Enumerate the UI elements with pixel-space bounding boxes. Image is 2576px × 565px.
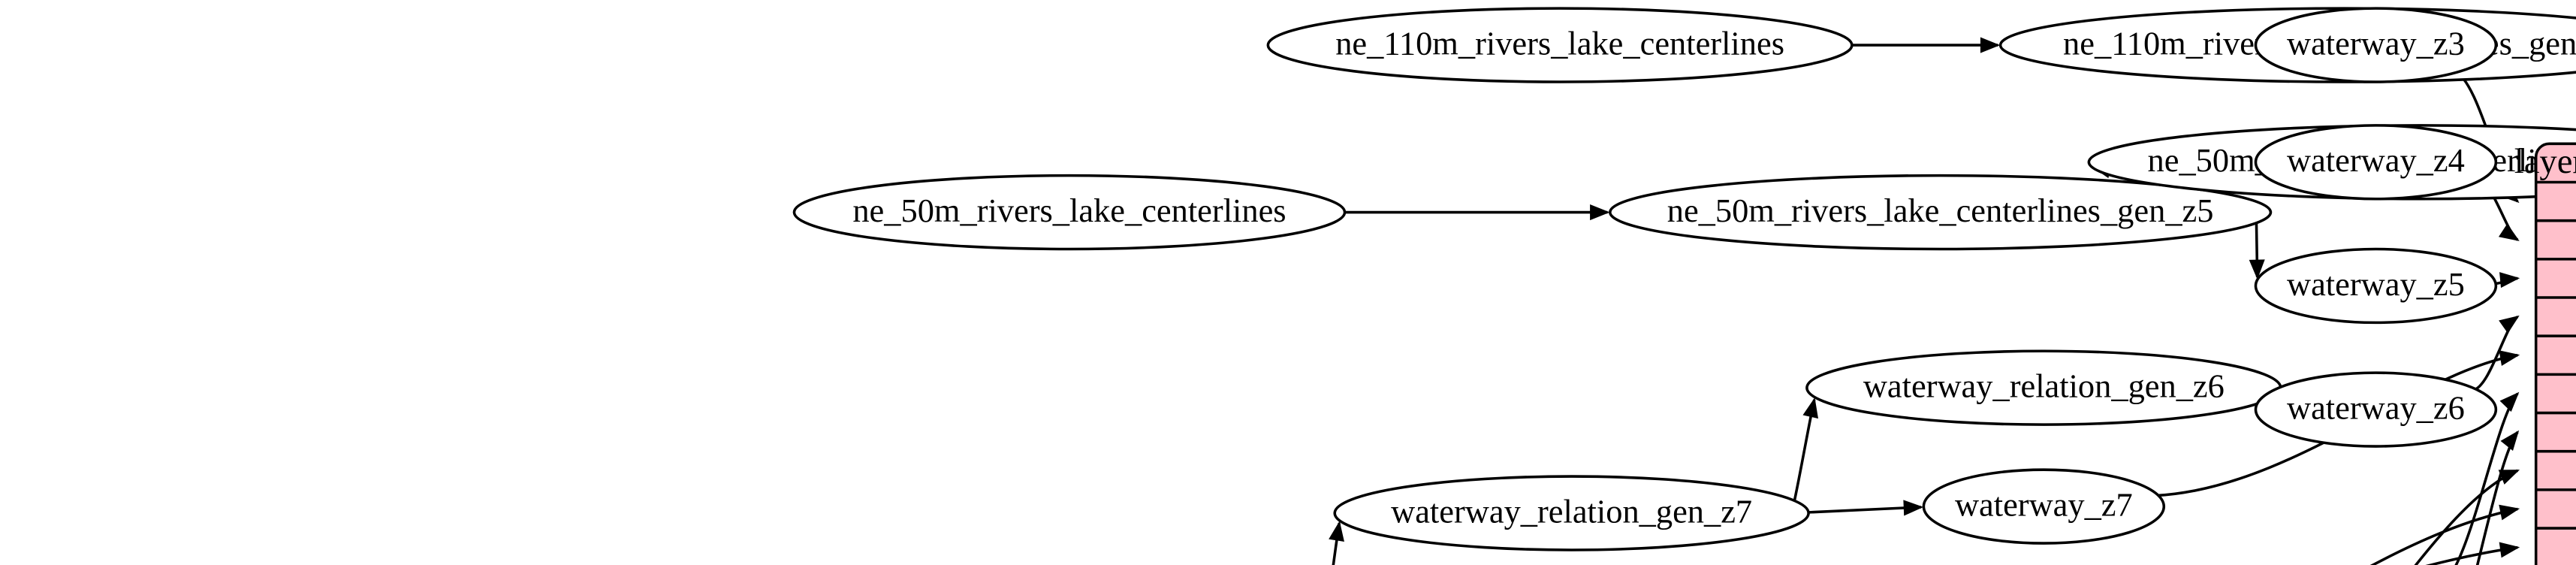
edge-waterway_z10--to--layer_waterway-z10 xyxy=(2414,469,2518,565)
edge-arrowhead xyxy=(1329,521,1344,542)
edges-layer xyxy=(1329,37,2576,565)
node-ellipse xyxy=(1608,174,2273,251)
edge-arrowhead xyxy=(1980,37,2001,53)
node-ellipse xyxy=(1266,7,1854,83)
node-label: ne_50m_rivers_lake_centerlines xyxy=(852,192,1286,229)
node-waterway_relation_gen_z7[interactable]: waterway_relation_gen_z7 xyxy=(1333,475,1810,551)
node-label: waterway_z3 xyxy=(2287,24,2465,62)
node-label: ne_50m_rivers_lake_centerlines_gen_z5 xyxy=(1667,192,2214,229)
node-waterway_z5[interactable]: waterway_z5 xyxy=(2254,247,2498,325)
edge-arrowhead xyxy=(2499,504,2520,521)
node-ellipse xyxy=(1333,475,1810,551)
node-ellipse xyxy=(2254,124,2498,201)
edge-arrowhead xyxy=(1802,397,1819,419)
node-ellipse xyxy=(2254,7,2498,83)
edge-arrowhead xyxy=(2498,470,2520,485)
node-label: waterway_z6 xyxy=(2287,388,2465,426)
node-ne_110m_rivers_lake_centerlines[interactable]: ne_110m_rivers_lake_centerlines xyxy=(1266,7,1854,83)
edge-arrowhead xyxy=(2499,272,2520,289)
node-ne_50m_rivers_lake_centerlines[interactable]: ne_50m_rivers_lake_centerlines xyxy=(792,174,1347,251)
node-waterway_relation_gen_z6[interactable]: waterway_relation_gen_z6 xyxy=(1805,349,2282,426)
node-waterway_z6[interactable]: waterway_z6 xyxy=(2254,371,2498,448)
edge-arrowhead xyxy=(2249,259,2265,279)
node-label: ne_110m_rivers_lake_centerlines xyxy=(1335,24,1784,62)
node-label: waterway_relation_gen_z6 xyxy=(1863,367,2225,405)
edge-arrowhead xyxy=(2499,391,2520,412)
node-ne_50m_rivers_lake_centerlines_gen_z5[interactable]: ne_50m_rivers_lake_centerlines_gen_z5 xyxy=(1608,174,2273,251)
edge-waterway_z9--to--layer_waterway-z9 xyxy=(2475,431,2519,565)
node-waterway_z4[interactable]: waterway_z4 xyxy=(2254,124,2498,201)
node-ellipse xyxy=(792,174,1347,251)
node-ellipse xyxy=(2254,247,2498,325)
edge-arrowhead xyxy=(2498,223,2520,241)
record-node-layer: layer_waterwayz3z4z5z6z7z8z9z10z11z12z13… xyxy=(2514,142,2576,565)
node-label: waterway_z5 xyxy=(2287,265,2465,303)
node-label: waterway_z4 xyxy=(2287,141,2465,179)
layer-waterway-title: layer_waterway xyxy=(2514,142,2576,181)
nodes-layer: imposm3osm_waterway_relationosm_waterway… xyxy=(792,7,2576,551)
edge-arrowhead xyxy=(1590,204,1610,221)
edge-arrowhead xyxy=(2499,315,2520,334)
node-label: waterway_relation_gen_z7 xyxy=(1391,492,1752,530)
edge-arrowhead xyxy=(2499,542,2520,558)
node-label: waterway_z7 xyxy=(1955,486,2133,524)
edge-arrowhead xyxy=(1903,500,1924,516)
layer-waterway-record[interactable] xyxy=(2534,142,2576,565)
edge-waterway_z11--to--layer_waterway-z11 xyxy=(2369,507,2518,565)
edge-arrowhead xyxy=(2499,350,2520,366)
node-waterway_z3[interactable]: waterway_z3 xyxy=(2254,7,2498,83)
edge-waterway_z12--to--layer_waterway-z12 xyxy=(2425,545,2518,565)
node-ellipse xyxy=(2254,371,2498,448)
edge-arrowhead xyxy=(2500,430,2520,451)
node-ellipse xyxy=(1922,468,2166,545)
edge-waterway_relation_gen_z7--to--waterway_z7 xyxy=(1801,506,1922,515)
node-waterway_z7[interactable]: waterway_z7 xyxy=(1922,468,2166,545)
